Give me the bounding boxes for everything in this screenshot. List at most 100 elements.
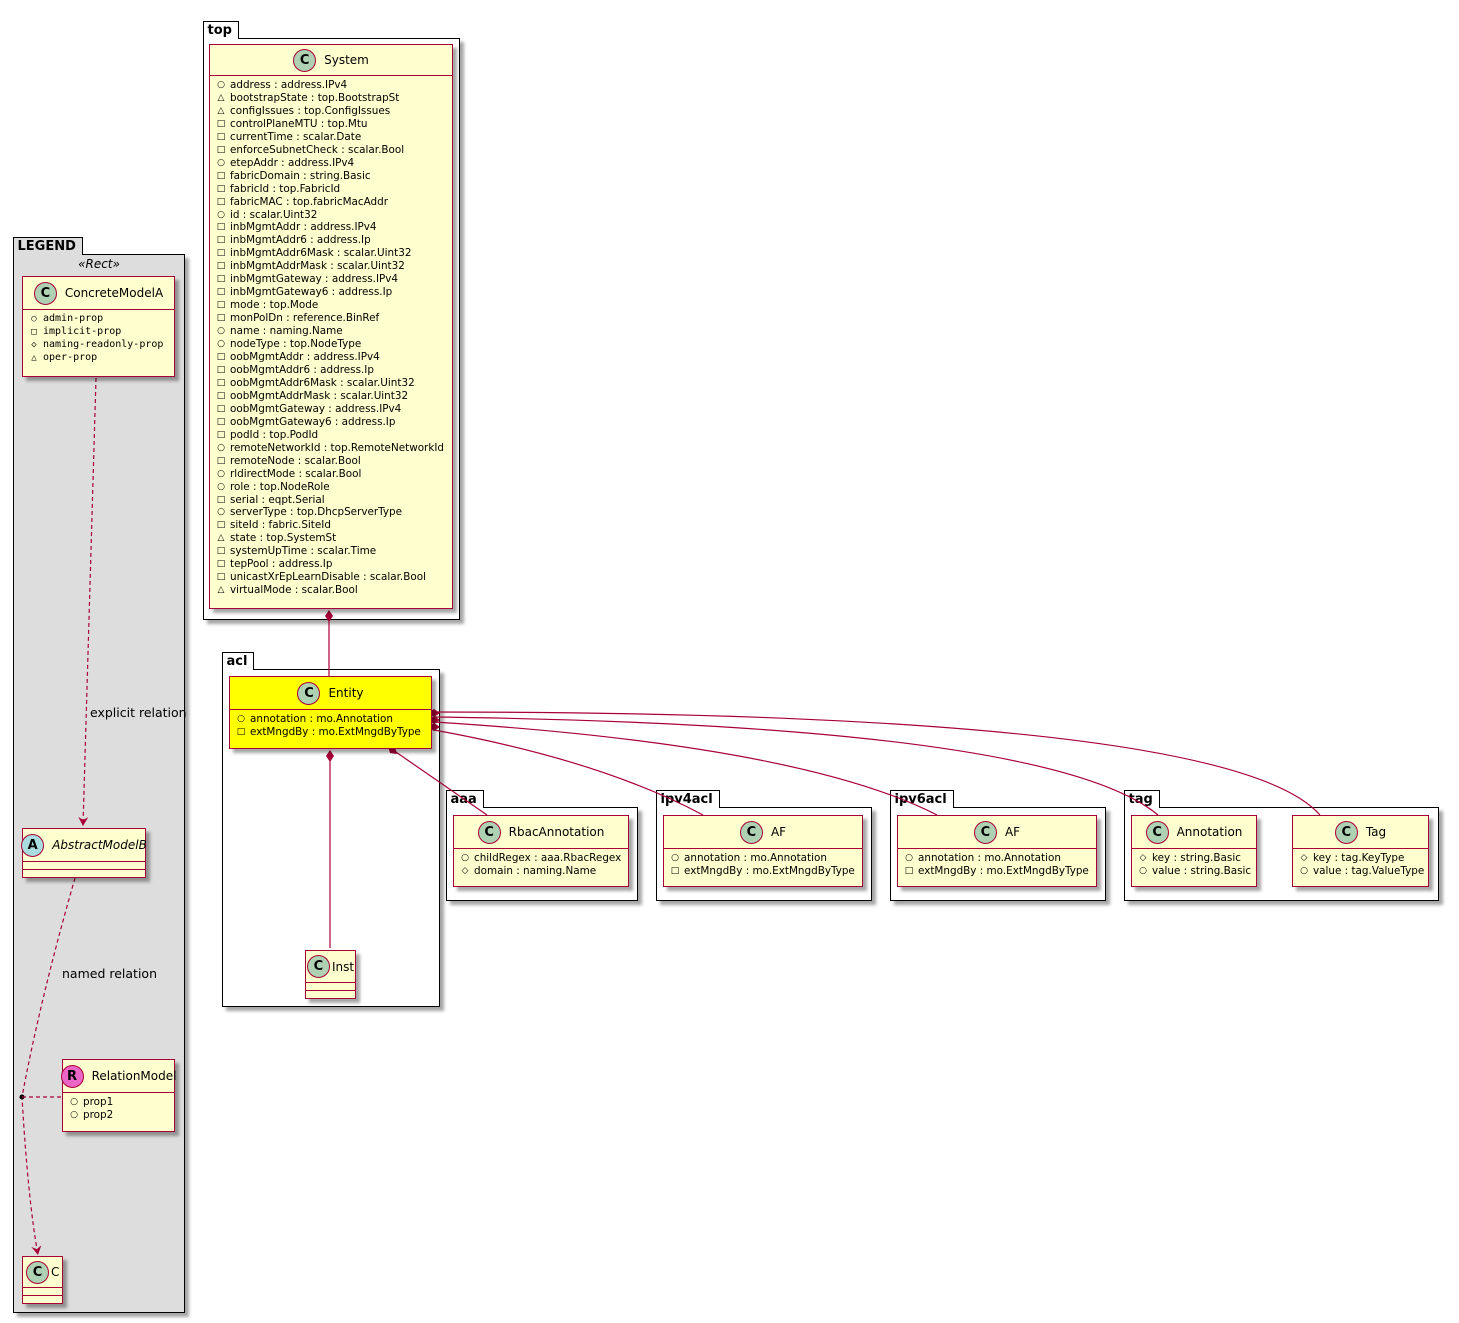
visibility-icon: □ <box>216 222 226 233</box>
package-legend-label: LEGEND <box>12 237 83 255</box>
attribute-list: ◇key : tag.KeyType○value : tag.ValueType <box>1293 849 1428 878</box>
class-name: Annotation <box>1176 825 1243 839</box>
class-icon: C <box>1145 820 1169 844</box>
attribute-row: □extMngdBy : mo.ExtMngdByType <box>670 865 856 878</box>
attribute-text: remoteNode : scalar.Bool <box>230 454 361 467</box>
attribute-text: configIssues : top.ConfigIssues <box>230 104 391 117</box>
attribute-text: annotation : mo.Annotation <box>684 852 827 864</box>
attribute-row: □unicastXrEpLearnDisable : scalar.Bool <box>216 571 446 584</box>
class-name: RelationModel <box>91 1069 177 1083</box>
attribute-row: □serial : eqpt.Serial <box>216 494 446 507</box>
attribute-row: □ systemUpTime : scalar.Time <box>216 545 446 558</box>
attribute-text: monPolDn : reference.BinRef <box>230 312 380 325</box>
visibility-icon: ○ <box>461 853 469 863</box>
visibility-icon: ○ <box>217 339 225 350</box>
class-c: C C <box>22 1256 63 1304</box>
visibility-icon: □ <box>216 559 226 570</box>
attribute-text: implicit-prop <box>43 325 122 337</box>
named-relation-line <box>21 877 76 1256</box>
class-tag-annotation: C Annotation ◇key : string.Basic○value :… <box>1131 815 1257 887</box>
class-icon: C <box>739 820 763 844</box>
attribute-text: siteId : fabric.SiteId <box>230 519 331 532</box>
composition-entity-rbac <box>392 749 488 816</box>
class-relation-model: R RelationModel ○prop1○prop2 <box>60 1059 177 1132</box>
attribute-text: value : string.Basic <box>1152 864 1252 877</box>
explicit-relation-line <box>78 377 97 827</box>
visibility-icon: △ <box>217 105 225 116</box>
class-rbac-annotation: C RbacAnnotation ○childRegex : aaa.RbacR… <box>453 815 629 887</box>
class-name: Inst <box>331 959 355 974</box>
attribute-row: □oobMgmtGateway : address.IPv4 <box>216 403 446 416</box>
attribute-row: □fabricId : top.FabricId <box>216 183 446 196</box>
class-icon: C <box>297 681 321 705</box>
visibility-icon: □ <box>670 865 680 876</box>
attribute-text: systemUpTime : scalar.Time <box>230 545 377 558</box>
attribute-row: ○admin-prop <box>29 313 168 326</box>
package-acl-label: acl <box>221 652 255 670</box>
attribute-text: currentTime : scalar.Date <box>230 130 362 143</box>
attribute-list: ○prop1○prop2 <box>63 1093 174 1122</box>
visibility-icon: □ <box>216 261 226 272</box>
attribute-row: □monPolDn : reference.BinRef <box>216 312 446 325</box>
class-icon: C <box>293 48 317 72</box>
attribute-text: value : tag.ValueType <box>1313 864 1425 877</box>
visibility-icon: □ <box>216 274 226 285</box>
attribute-row: ◇key : string.Basic <box>1138 852 1250 865</box>
named-relation-label: named relation <box>62 966 157 981</box>
visibility-icon: △ <box>217 585 225 596</box>
visibility-icon: □ <box>216 118 226 129</box>
attribute-row: ○name : naming.Name <box>216 325 446 338</box>
visibility-icon: □ <box>904 865 914 876</box>
class-name: AbstractModelB <box>52 838 147 852</box>
attribute-text: inbMgmtAddrMask : scalar.Uint32 <box>230 260 405 273</box>
attribute-text: address : address.IPv4 <box>230 79 348 91</box>
class-name: Entity <box>328 686 364 700</box>
attribute-text: bootstrapState : top.BootstrapSt <box>230 91 400 104</box>
attribute-text: fabricDomain : string.Basic <box>230 169 371 182</box>
attribute-text: enforceSubnetCheck : scalar.Bool <box>230 143 405 156</box>
attribute-row: △bootstrapState : top.BootstrapSt <box>216 92 446 105</box>
visibility-icon: □ <box>216 144 226 155</box>
visibility-icon: □ <box>216 416 226 427</box>
class-icon: C <box>33 281 57 305</box>
attribute-row: □extMngdBy : mo.ExtMngdByType <box>236 726 425 739</box>
class-name: AF <box>1004 825 1021 839</box>
attribute-list: ◇key : string.Basic○value : string.Basic <box>1132 849 1256 878</box>
attribute-text: remoteNetworkId : top.RemoteNetworkId <box>230 441 444 454</box>
attribute-row: □inbMgmtGateway6 : address.Ip <box>216 286 446 299</box>
visibility-icon: □ <box>216 572 226 583</box>
visibility-icon: □ <box>236 726 246 737</box>
attribute-row: □mode : top.Mode <box>216 299 446 312</box>
attribute-text: serverType : top.DhcpServerType <box>230 506 403 519</box>
attribute-row: ○nodeType : top.NodeType <box>216 338 446 351</box>
visibility-icon: ○ <box>70 1109 78 1120</box>
attribute-row: □oobMgmtGateway6 : address.Ip <box>216 416 446 429</box>
attribute-text: key : string.Basic <box>1152 852 1241 864</box>
composition-entity-ipv6af <box>433 721 938 816</box>
class-name: AF <box>770 825 787 839</box>
attribute-text: etepAddr : address.IPv4 <box>230 156 355 169</box>
visibility-icon: ○ <box>217 157 225 168</box>
class-ipv6-af: C AF ○annotation : mo.Annotation□extMngd… <box>897 815 1097 887</box>
visibility-icon: □ <box>216 546 226 557</box>
attribute-text: annotation : mo.Annotation <box>250 713 393 725</box>
attribute-text: naming-readonly-prop <box>43 338 164 350</box>
attribute-text: oper-prop <box>43 351 98 363</box>
class-icon: C <box>26 1260 49 1284</box>
attribute-text: domain : naming.Name <box>474 864 597 877</box>
attribute-text: oobMgmtAddr : address.IPv4 <box>230 351 380 364</box>
class-inst: C Inst <box>305 950 356 999</box>
composition-diamond-system <box>325 610 333 622</box>
attribute-text: mode : top.Mode <box>230 299 319 312</box>
visibility-icon: ○ <box>217 481 225 492</box>
attribute-text: childRegex : aaa.RbacRegex <box>474 852 622 864</box>
attribute-row: ○ etepAddr : address.IPv4 <box>216 157 446 170</box>
visibility-icon: ○ <box>237 714 245 724</box>
attribute-list: ○admin-prop□implicit-prop◇naming-readonl… <box>23 310 174 365</box>
attribute-text: virtualMode : scalar.Bool <box>230 584 358 597</box>
legend-stereotype: «Rect» <box>78 257 120 271</box>
attribute-text: inbMgmtAddr6Mask : scalar.Uint32 <box>230 247 412 260</box>
visibility-icon: □ <box>216 390 226 401</box>
attribute-text: admin-prop <box>43 313 104 324</box>
